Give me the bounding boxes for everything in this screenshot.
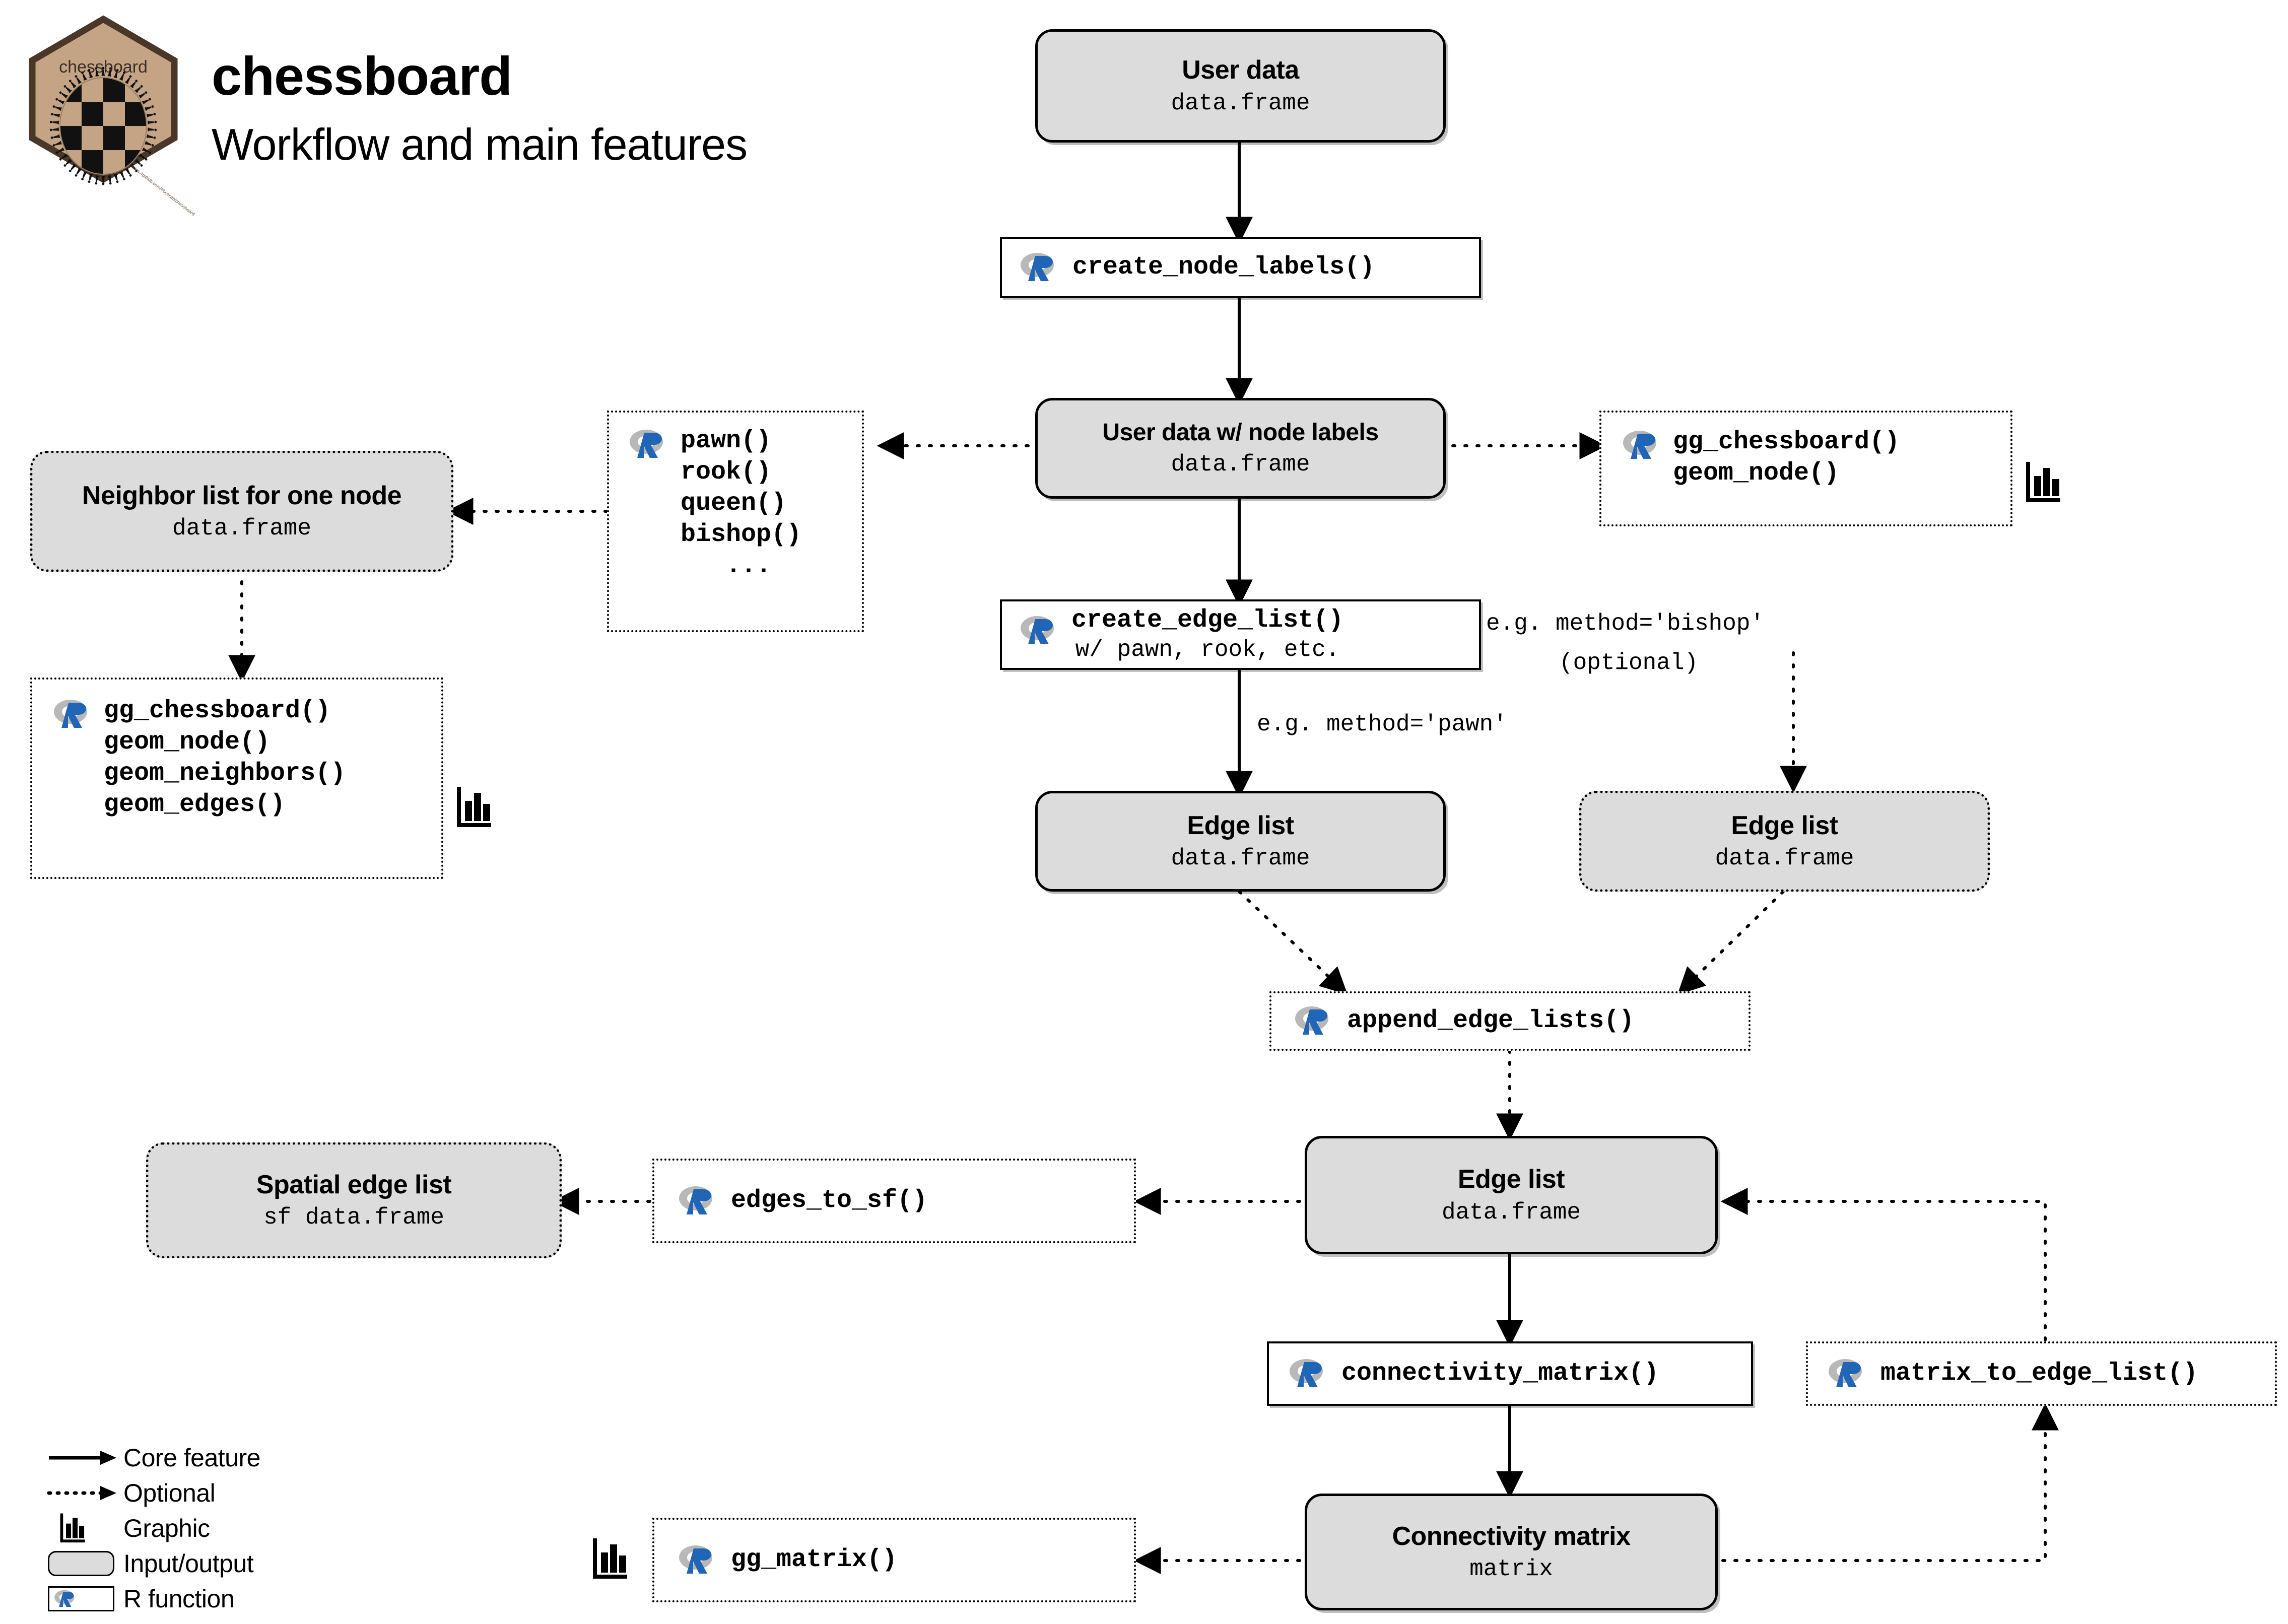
node-user-data-with-labels[interactable]: User data w/ node labels data.frame [1035,398,1446,499]
function-sublabel: w/ pawn, rook, etc. [1075,637,1340,663]
node-title: Edge list [1457,1165,1565,1194]
node-subtitle: data.frame [172,515,312,542]
node-edge-list-bishop[interactable]: Edge list data.frame [1579,791,1990,892]
r-logo-icon [679,1186,712,1214]
function-label: create_node_labels() [1072,253,1375,282]
function-matrix-to-edge-list[interactable]: matrix_to_edge_list() [1806,1341,2277,1406]
function-gg-chessboard-node[interactable]: gg_chessboard() geom_node() [1599,411,2012,526]
node-subtitle: data.frame [1171,451,1310,478]
r-logo-icon [1295,1006,1328,1035]
edge-label-bishop-optional: (optional) [1559,650,1699,676]
node-subtitle: data.frame [1441,1199,1581,1226]
legend: Core feature Optional Graphic [47,1441,451,1617]
function-label: gg_chessboard() geom_node() [1673,428,1900,488]
r-logo-icon [54,1590,75,1607]
legend-item-graphic: Graphic [48,1511,451,1545]
function-label: create_edge_list() [1071,606,1344,635]
node-title: User data w/ node labels [1102,419,1379,446]
node-spatial-edge-list[interactable]: Spatial edge list sf data.frame [146,1142,562,1258]
node-connectivity-matrix[interactable]: Connectivity matrix matrix [1305,1494,1718,1610]
bar-chart-icon [593,1538,627,1579]
page-title: chessboard [212,45,512,106]
logo-pawn-ring [49,66,157,185]
logo-url: https://github.com/frbcesab/chessboard [130,164,196,217]
solid-arrow-icon [48,1448,123,1468]
function-create-node-labels[interactable]: create_node_labels() [1000,237,1481,298]
function-edges-to-sf[interactable]: edges_to_sf() [652,1159,1136,1243]
r-logo-icon [630,430,663,458]
node-subtitle: data.frame [1171,90,1310,116]
node-neighbor-list[interactable]: Neighbor list for one node data.frame [30,451,453,572]
chessboard-logo: chessboard https://github.com/frbcesab/c… [29,15,196,217]
node-edge-list-pawn[interactable]: Edge list data.frame [1035,791,1446,892]
dotted-arrow-icon [47,1483,123,1503]
r-logo-icon [1021,253,1054,281]
legend-label: Core feature [123,1444,260,1472]
node-edge-list-merged[interactable]: Edge list data.frame [1305,1136,1718,1254]
edge-label-pawn-method: e.g. method='pawn' [1257,711,1507,737]
node-subtitle: data.frame [1715,845,1854,872]
legend-item-r-function: R function [48,1582,451,1616]
page-subtitle: Workflow and main features [212,119,748,169]
node-subtitle: matrix [1469,1556,1553,1583]
node-title: User data [1182,55,1299,85]
node-title: Edge list [1731,810,1838,840]
function-label: edges_to_sf() [731,1186,928,1215]
function-create-edge-list[interactable]: create_edge_list() w/ pawn, rook, etc. [1000,599,1481,670]
gray-rounded-box-icon [48,1551,123,1576]
legend-label: Graphic [123,1514,210,1542]
r-logo-icon [1829,1359,1862,1387]
r-logo-icon [679,1545,712,1574]
function-label: matrix_to_edge_list() [1880,1359,2198,1388]
legend-label: Input/output [123,1549,254,1578]
node-title: Edge list [1187,810,1294,840]
bar-chart-icon [48,1513,123,1544]
r-logo-icon [1021,616,1054,644]
function-gg-chessboard-full[interactable]: gg_chessboard() geom_node() geom_neighbo… [30,678,443,879]
r-function-box-icon [48,1586,123,1611]
function-piece-moves[interactable]: pawn() rook() queen() bishop() ... [607,411,864,632]
function-connectivity-matrix[interactable]: connectivity_matrix() [1267,1341,1753,1406]
legend-item-input-output: Input/output [48,1546,451,1581]
function-label: append_edge_lists() [1347,1006,1635,1035]
function-label: gg_chessboard() geom_node() geom_neighbo… [104,697,346,819]
node-subtitle: sf data.frame [263,1204,444,1231]
function-label: connectivity_matrix() [1341,1359,1659,1388]
node-title: Spatial edge list [256,1170,452,1199]
legend-item-core-feature: Core feature [48,1441,451,1475]
function-label: gg_matrix() [731,1545,898,1574]
r-logo-icon [1623,431,1656,459]
node-title: Connectivity matrix [1392,1521,1631,1551]
node-title: Neighbor list for one node [82,481,402,510]
node-user-data[interactable]: User data data.frame [1035,29,1446,143]
legend-item-optional: Optional [47,1476,451,1510]
r-logo-icon [54,700,87,728]
bar-chart-icon [2026,462,2060,502]
r-logo-icon [1290,1359,1323,1387]
legend-label: Optional [123,1479,216,1507]
bar-chart-icon [457,787,491,827]
edge-label-bishop-method: e.g. method='bishop' [1486,611,1765,637]
function-gg-matrix[interactable]: gg_matrix() [652,1518,1136,1602]
function-label: pawn() rook() queen() bishop() ... [681,427,802,580]
function-append-edge-lists[interactable]: append_edge_lists() [1269,991,1751,1051]
legend-label: R function [123,1585,235,1613]
node-subtitle: data.frame [1171,845,1310,872]
